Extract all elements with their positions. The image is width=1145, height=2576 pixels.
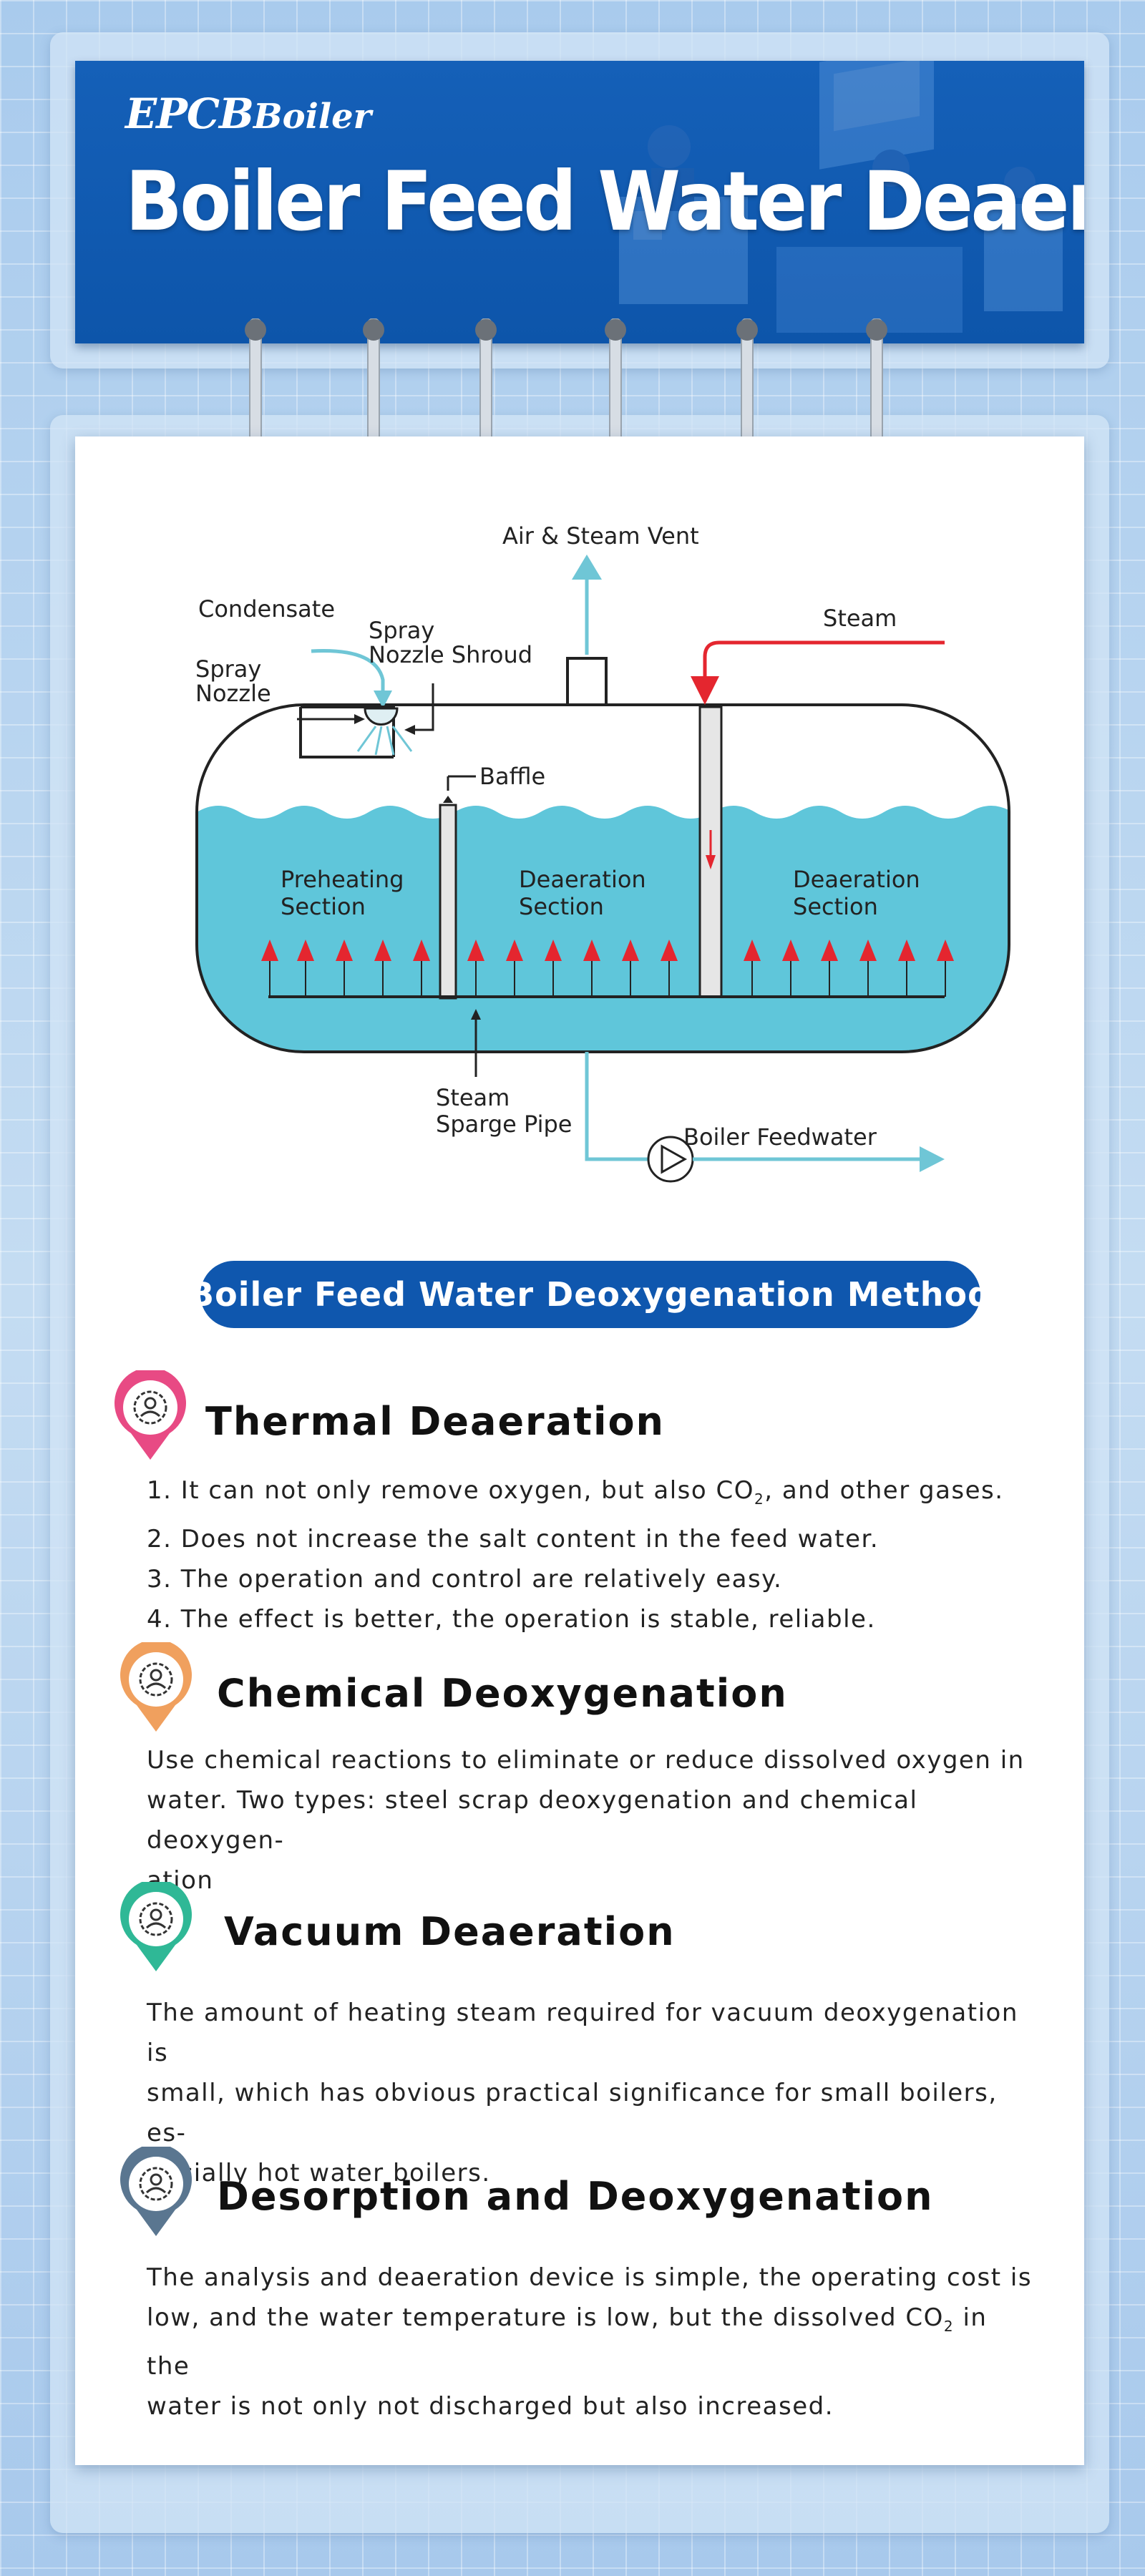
label-shroud-1: Spray — [369, 617, 434, 644]
sparge-arrows — [261, 940, 954, 997]
section-title-chemical: Chemical Deoxygenation — [217, 1671, 788, 1716]
label-condensate: Condensate — [198, 595, 335, 623]
section-title-thermal: Thermal Deaeration — [205, 1399, 665, 1444]
logo-main: EPCB — [125, 89, 254, 138]
steam-inlet-arrow-icon — [691, 676, 719, 705]
vacuum-pin-icon — [120, 1882, 192, 1971]
thermal-list: 1. It can not only remove oxygen, but al… — [147, 1470, 1034, 1639]
label-deaeration-a-2: Section — [519, 893, 604, 920]
logo-sub: Boiler — [253, 97, 371, 137]
label-deaeration-b-2: Section — [793, 893, 878, 920]
label-air-vent: Air & Steam Vent — [502, 522, 699, 550]
baffle — [439, 804, 457, 1000]
chemical-text: Use chemical reactions to eliminate or r… — [147, 1746, 1025, 1895]
steam-bubble-arrow-icon — [545, 940, 562, 961]
label-nozzle-2: Nozzle — [195, 680, 271, 707]
label-preheating-1: Preheating — [281, 866, 404, 893]
label-sparge-2: Sparge Pipe — [436, 1111, 572, 1138]
steam-bubble-arrow-icon — [744, 940, 761, 961]
vent-arrow-icon — [572, 555, 602, 580]
desorption-text: The analysis and deaeration device is si… — [147, 2263, 1033, 2421]
steam-bubble-arrow-icon — [661, 940, 678, 961]
steam-bubble-arrow-icon — [821, 940, 838, 961]
list-item: 2. Does not increase the salt content in… — [147, 1524, 880, 1553]
label-shroud-2: Nozzle Shroud — [369, 641, 532, 668]
deaerator-diagram: Air & Steam Vent Condensate Steam Spray … — [195, 522, 1010, 1183]
list-item: 3. The operation and control are relativ… — [147, 1564, 783, 1594]
vacuum-text: The amount of heating steam required for… — [147, 1999, 1018, 2187]
steam-bubble-arrow-icon — [297, 940, 314, 961]
label-nozzle-1: Spray — [195, 655, 261, 683]
label-deaeration-a-1: Deaeration — [519, 866, 646, 893]
factory-illustration-icon — [619, 61, 1063, 333]
content-card: Air & Steam Vent Condensate Steam Spray … — [75, 436, 1084, 2465]
section-title-vacuum: Vacuum Deaeration — [224, 1909, 676, 1954]
label-preheating-2: Section — [281, 893, 366, 920]
steam-bubble-arrow-icon — [622, 940, 639, 961]
label-steam: Steam — [823, 605, 897, 632]
water-body — [197, 806, 1009, 1052]
steam-bubble-arrow-icon — [898, 940, 915, 961]
section-title-desorption: Desorption and Deoxygenation — [217, 2174, 934, 2219]
list-item: 1. It can not only remove oxygen, but al… — [147, 1476, 1004, 1508]
brand-logo: EPCBBoiler — [125, 89, 371, 138]
label-deaeration-b-1: Deaeration — [793, 866, 920, 893]
vent-nozzle — [566, 657, 608, 706]
feedwater-arrow-icon — [920, 1146, 945, 1172]
label-baffle: Baffle — [479, 763, 545, 790]
thermal-pin-icon — [114, 1370, 186, 1460]
page-title: Boiler Feed Water Deaeration — [125, 154, 1084, 249]
steam-bubble-arrow-icon — [374, 940, 391, 961]
steam-bubble-arrow-icon — [937, 940, 954, 961]
steam-bubble-arrow-icon — [859, 940, 877, 961]
label-sparge-1: Steam — [436, 1084, 510, 1111]
label-feedwater: Boiler Feedwater — [683, 1123, 877, 1151]
method-heading: Boiler Feed Water Deoxygenation Method — [189, 1261, 991, 1328]
steam-bubble-arrow-icon — [467, 940, 484, 961]
desorption-pin-icon — [120, 2147, 192, 2236]
steam-bubble-arrow-icon — [583, 940, 600, 961]
list-item: 4. The effect is better, the operation i… — [147, 1604, 876, 1634]
chemical-pin-icon — [120, 1642, 192, 1732]
condensate-arrow-icon — [374, 691, 392, 708]
title-banner: EPCBBoiler Boiler Feed Water Deaeration — [75, 61, 1084, 343]
steam-bubble-arrow-icon — [413, 940, 430, 961]
steam-bubble-arrow-icon — [506, 940, 523, 961]
steam-bubble-arrow-icon — [261, 940, 278, 961]
steam-bubble-arrow-icon — [782, 940, 799, 961]
steam-bubble-arrow-icon — [336, 940, 353, 961]
